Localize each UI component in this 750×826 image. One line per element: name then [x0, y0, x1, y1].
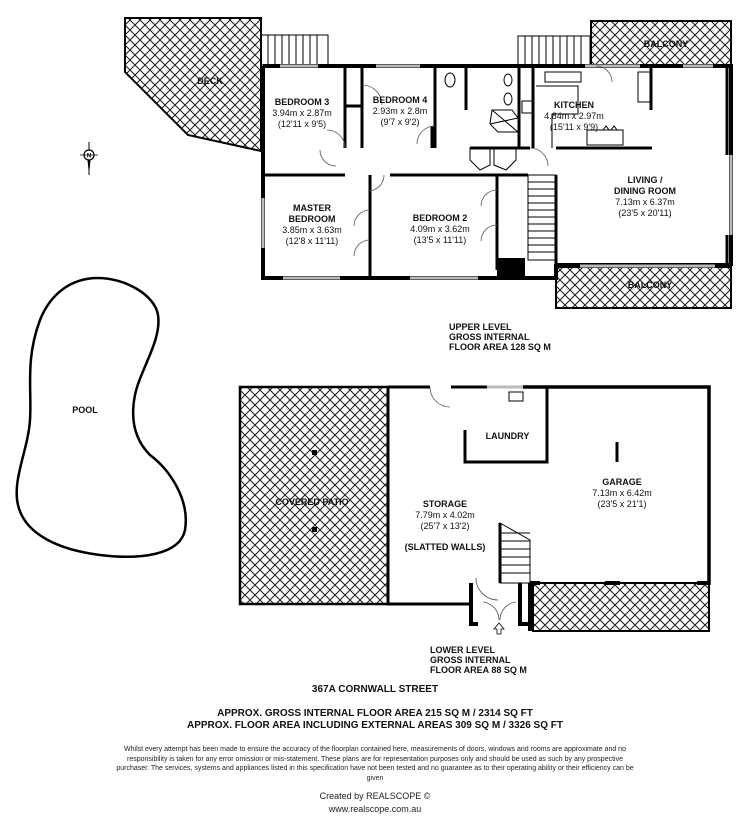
- including-external-area: APPROX. FLOOR AREA INCLUDING EXTERNAL AR…: [187, 720, 563, 731]
- room-name: COVERED PATIO: [275, 497, 349, 507]
- room-label-top-balcony: BALCONY: [626, 39, 706, 50]
- area-note-line: FLOOR AREA 88 SQ M: [430, 665, 527, 675]
- pool-name: POOL: [72, 405, 98, 415]
- area-note-line: LOWER LEVEL: [430, 645, 495, 655]
- deck-area: [124, 17, 262, 153]
- room-imperial: (23'5 x 20'11): [618, 208, 672, 218]
- room-imperial: (13'5 x 11'11): [413, 235, 467, 245]
- stairs-top-left: [260, 34, 329, 66]
- room-imperial: (23'5 x 21'1): [597, 499, 647, 509]
- room-metric: 4.09m x 3.62m: [410, 224, 470, 234]
- room-label-master-bedroom: MASTER BEDROOM 3.85m x 3.63m (12'8 x 11'…: [272, 203, 352, 247]
- room-imperial: (25'7 x 13'2): [420, 521, 470, 531]
- room-metric: 2.93m x 2.8m: [372, 106, 428, 116]
- pool-outline: [15, 276, 188, 558]
- room-label-bedroom-4: BEDROOM 4 2.93m x 2.8m (9'7 x 9'2): [365, 95, 435, 128]
- area-note-line: UPPER LEVEL: [449, 322, 512, 332]
- room-label-garage: GARAGE 7.13m x 6.42m (23'5 x 21'1): [582, 477, 662, 510]
- area-note-line: GROSS INTERNAL: [449, 332, 530, 342]
- room-name: MASTER: [293, 203, 331, 213]
- room-name: LIVING /: [627, 175, 663, 185]
- stairs-middle: [527, 174, 557, 261]
- room-name: BALCONY: [627, 280, 673, 290]
- room-metric: 7.79m x 4.02m: [415, 510, 475, 520]
- room-name: LAUNDRY: [485, 431, 530, 441]
- room-name: BEDROOM 4: [372, 95, 428, 105]
- room-label-deck: DECK: [180, 76, 240, 87]
- room-imperial: (12'11 x 9'5): [277, 119, 327, 129]
- kitchen-fixtures: [521, 71, 653, 148]
- room-metric: 7.13m x 6.42m: [592, 488, 652, 498]
- room-label-bedroom-2: BEDROOM 2 4.09m x 3.62m (13'5 x 11'11): [400, 213, 480, 246]
- room-imperial: (9'7 x 9'2): [380, 117, 420, 127]
- room-imperial: (12'8 x 11'11): [285, 236, 339, 246]
- room-label-bedroom-3: BEDROOM 3 3.94m x 2.87m (12'11 x 9'5): [262, 97, 342, 130]
- top-balcony: [590, 20, 732, 66]
- pool-label: POOL: [60, 405, 110, 416]
- bathroom-fixtures: [444, 72, 519, 171]
- room-extra-note: (SLATTED WALLS): [404, 542, 486, 552]
- created-by-credit: Created by REALSCOPE ©: [319, 791, 431, 801]
- room-name: GARAGE: [602, 477, 642, 487]
- stairs-lower: [498, 522, 531, 584]
- website-link[interactable]: www.realscope.com.au: [328, 804, 422, 814]
- room-label-bottom-balcony: BALCONY: [610, 280, 690, 291]
- room-name: KITCHEN: [554, 100, 594, 110]
- property-address: 367A CORNWALL STREET: [311, 684, 439, 695]
- room-name: BEDROOM 3: [274, 97, 330, 107]
- svg-text:N: N: [87, 154, 91, 160]
- room-name: BEDROOM 2: [412, 213, 468, 223]
- stairs-top-middle: [517, 35, 591, 67]
- compass-icon: N: [80, 142, 98, 175]
- bottom-balcony: [555, 263, 732, 309]
- area-note-line: GROSS INTERNAL: [430, 655, 511, 665]
- area-note-line: FLOOR AREA 128 SQ M: [449, 342, 551, 352]
- room-label-living-dining: LIVING / DINING ROOM 7.13m x 6.37m (23'5…: [600, 175, 690, 219]
- room-label-laundry: LAUNDRY: [475, 431, 540, 442]
- room-metric: 3.85m x 3.63m: [282, 225, 342, 235]
- garage-front-apron: [532, 582, 710, 632]
- upper-level: N: [80, 17, 733, 309]
- room-metric: 3.94m x 2.87m: [272, 108, 332, 118]
- room-name: DECK: [197, 76, 223, 86]
- room-name: BALCONY: [643, 39, 689, 49]
- room-name-line2: BEDROOM: [288, 214, 336, 224]
- room-label-storage: STORAGE 7.79m x 4.02m (25'7 x 13'2) (SLA…: [395, 499, 495, 553]
- room-imperial: (15'11 x 9'9): [549, 122, 599, 132]
- lower-level-area-note: LOWER LEVEL GROSS INTERNAL FLOOR AREA 88…: [430, 645, 527, 675]
- room-metric: 4.84m x 2.97m: [544, 111, 604, 121]
- lower-level: [238, 385, 711, 635]
- upper-level-area-note: UPPER LEVEL GROSS INTERNAL FLOOR AREA 12…: [449, 322, 551, 352]
- room-name: STORAGE: [422, 499, 468, 509]
- room-label-covered-patio: COVERED PATIO: [262, 497, 362, 508]
- room-name-line2: DINING ROOM: [614, 186, 676, 196]
- entry-arrow-icon: [493, 622, 505, 635]
- covered-patio-area: [238, 385, 390, 606]
- gross-internal-area: APPROX. GROSS INTERNAL FLOOR AREA 215 SQ…: [217, 708, 533, 719]
- disclaimer-text: Whilst every attempt has been made to en…: [116, 746, 634, 782]
- room-label-kitchen: KITCHEN 4.84m x 2.97m (15'11 x 9'9): [536, 100, 612, 133]
- room-metric: 7.13m x 6.37m: [615, 197, 675, 207]
